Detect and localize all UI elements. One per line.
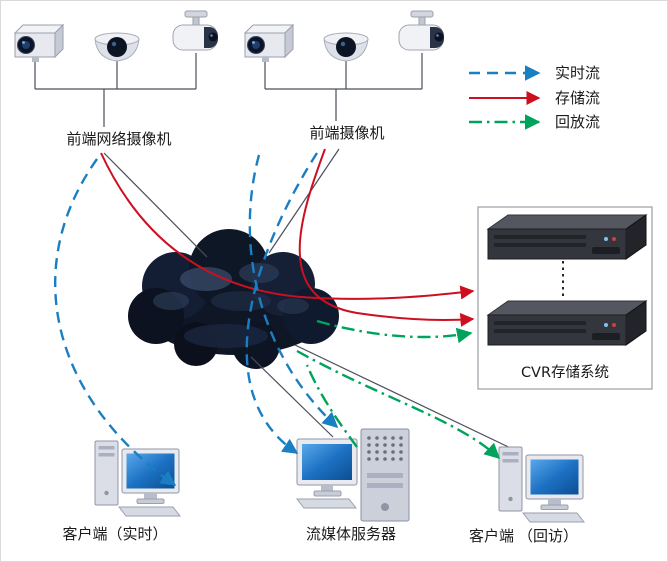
camera-bus-group1	[34, 53, 197, 127]
playback-streams	[296, 319, 501, 460]
legend-item-playback: 回放流	[469, 113, 600, 131]
flow-storage-1	[100, 152, 475, 300]
flow-realtime-1	[54, 158, 177, 486]
client-playback-label-suffix: （回访）	[518, 527, 578, 545]
client-playback-label: 客户端	[469, 527, 514, 545]
cvr-server-bottom	[487, 300, 647, 346]
client-realtime-label: 客户端（实时）	[62, 525, 167, 543]
legend-label-realtime: 实时流	[555, 64, 600, 82]
link-group2-cloud	[268, 148, 340, 254]
ptz-camera-icon-2	[398, 10, 445, 51]
legend-item-storage: 存储流	[469, 89, 600, 107]
dome-camera-icon-2	[323, 32, 369, 62]
cvr-server-top	[487, 214, 647, 260]
network-cloud	[128, 229, 339, 369]
legend-label-playback: 回放流	[555, 113, 600, 131]
flow-realtime-2	[245, 152, 319, 454]
media-server-label: 流媒体服务器	[306, 525, 396, 543]
legend: 实时流 存储流 回放流	[469, 64, 600, 131]
camera-group-2-label: 前端摄像机	[309, 124, 384, 142]
flow-realtime-3	[248, 154, 339, 429]
media-server-pc	[295, 428, 410, 522]
link-cloud-mediaserver	[250, 356, 334, 438]
link-cloud-playbackclient	[294, 344, 522, 454]
realtime-streams	[54, 152, 339, 486]
legend-label-storage: 存储流	[555, 89, 600, 107]
flow-storage-2	[298, 148, 475, 327]
storage-streams	[100, 148, 475, 327]
ptz-camera-icon-1	[172, 10, 219, 51]
link-group1-cloud	[103, 152, 208, 258]
cvr-label: CVR存储系统	[521, 364, 609, 381]
client-playback-pc	[498, 446, 585, 523]
flow-playback-2	[296, 349, 501, 460]
camera-group-1-label: 前端网络摄像机	[66, 130, 171, 148]
flow-playback-3	[305, 364, 358, 448]
structural-links	[103, 148, 522, 454]
bullet-camera-icon-2	[244, 24, 294, 63]
legend-item-realtime: 实时流	[469, 64, 600, 82]
dome-camera-icon-1	[94, 32, 140, 62]
server-vent-holes	[367, 436, 403, 461]
bullet-camera-icon-1	[14, 24, 64, 63]
cvr-storage-box: CVR存储系统	[477, 206, 653, 390]
flow-playback-1	[316, 319, 473, 344]
camera-bus-group2	[264, 53, 423, 121]
